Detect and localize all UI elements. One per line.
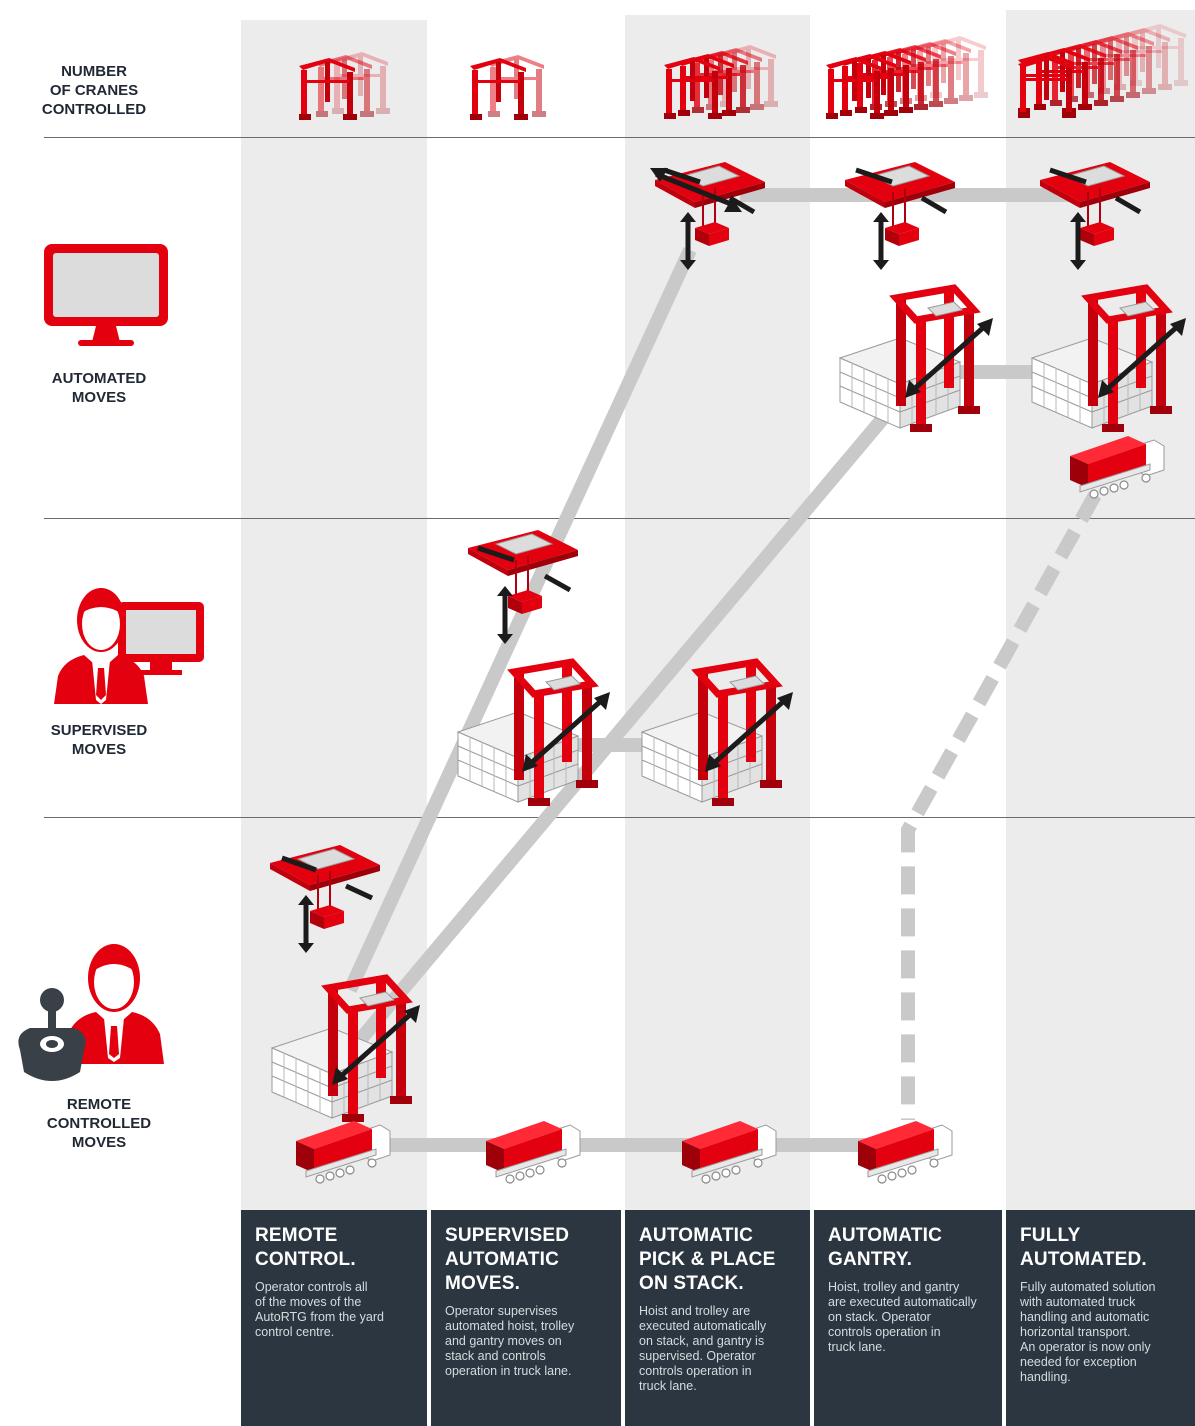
header-line: NUMBER (61, 63, 127, 80)
cranes-controlled-header: NUMBER OF CRANES CONTROLLED (25, 62, 163, 119)
stage-title-line: ON STACK. (639, 1273, 744, 1294)
trolley-supervised-stage2 (467, 529, 579, 644)
stage-description-line: handling. (1020, 1370, 1071, 1384)
stage-description-line: Fully automated solution (1020, 1280, 1156, 1294)
trolley-automated-stage4 (844, 161, 956, 270)
progression-path-dashed (901, 491, 1102, 1120)
truck-stage3 (681, 1120, 777, 1184)
header-line: OF CRANES (49, 82, 139, 99)
monitor-icon (44, 244, 168, 346)
stage-description-line: truck lane. (639, 1379, 697, 1393)
level-label-line: MOVES (71, 1134, 127, 1151)
stage-title-line: REMOTE (255, 1225, 338, 1246)
stage-description-line: An operator is now only (1020, 1340, 1151, 1354)
stage-title: SUPERVISED AUTOMATIC MOVES. (445, 1224, 609, 1296)
level-label-remote: REMOTE CONTROLLED MOVES (30, 1095, 168, 1152)
truck-stage2 (485, 1120, 581, 1184)
stage-title: AUTOMATIC PICK & PLACE ON STACK. (639, 1224, 798, 1296)
stage-title: REMOTE CONTROL. (255, 1224, 415, 1272)
cranes-controlled-icons-stage5 (1018, 24, 1188, 118)
stage-description-line: on stack. Operator (828, 1310, 931, 1324)
stage-description-line: stack and controls (445, 1349, 546, 1363)
stage-description-line: are executed automatically (828, 1295, 977, 1309)
truck-stage4 (857, 1120, 953, 1184)
stage-description-line: Operator supervises (445, 1304, 558, 1318)
rtg-automated-stage4 (840, 288, 993, 432)
rtg-remote-stage1 (272, 978, 420, 1122)
trolley-remote-stage1 (269, 844, 381, 953)
stage-title-line: AUTOMATIC (828, 1225, 943, 1246)
stage-description-line: of the moves of the (255, 1295, 362, 1309)
stage-description-line: automated hoist, trolley (445, 1319, 575, 1333)
stage-description-line: and gantry moves on (445, 1334, 562, 1348)
stage-panel-fully-automated: FULLY AUTOMATED. Fully automated solutio… (1006, 1210, 1195, 1426)
stage-description: Operator controls all of the moves of th… (255, 1280, 415, 1340)
level-label-line: SUPERVISED (50, 722, 148, 739)
level-label-supervised: SUPERVISED MOVES (30, 721, 168, 759)
level-label-line: MOVES (71, 389, 127, 406)
stage-title-line: AUTOMATIC (639, 1225, 754, 1246)
stage-description-line: horizontal transport. (1020, 1325, 1131, 1339)
stage-description-line: supervised. Operator (639, 1349, 756, 1363)
level-label-line: CONTROLLED (46, 1115, 152, 1132)
level-label-line: MOVES (71, 741, 127, 758)
automation-levels-diagram (18, 24, 1195, 1184)
stage-title-line: MOVES. (445, 1273, 521, 1294)
stage-description-line: controls operation in (639, 1364, 752, 1378)
stage-title: AUTOMATIC GANTRY. (828, 1224, 990, 1272)
stage-description-line: handling and automatic (1020, 1310, 1150, 1324)
stage-title-line: FULLY (1020, 1225, 1081, 1246)
stage-title-line: PICK & PLACE (639, 1249, 776, 1270)
stage-description-line: Operator controls all (255, 1280, 368, 1294)
stage-title-line: AUTOMATED. (1020, 1249, 1147, 1270)
stage-panel-automatic-pick-place: AUTOMATIC PICK & PLACE ON STACK. Hoist a… (625, 1210, 810, 1426)
stage-panel-automatic-gantry: AUTOMATIC GANTRY. Hoist, trolley and gan… (814, 1210, 1002, 1426)
row-divider (44, 137, 1195, 138)
level-label-line: AUTOMATED (51, 370, 147, 387)
stage-panel-supervised-automatic-moves: SUPERVISED AUTOMATIC MOVES. Operator sup… (431, 1210, 621, 1426)
trolley-automated-stage5 (1039, 161, 1151, 270)
cranes-controlled-icons-stage3 (664, 45, 778, 119)
rtg-automated-stage5 (1032, 288, 1186, 432)
operator-with-monitor-icon (54, 588, 204, 704)
stage-description-line: AutoRTG from the yard (255, 1310, 384, 1324)
stage-panel-remote-control: REMOTE CONTROL. Operator controls all of… (241, 1210, 427, 1426)
operator-with-joystick-icon (18, 944, 164, 1081)
stage-title: FULLY AUTOMATED. (1020, 1224, 1183, 1272)
stage-title-line: GANTRY. (828, 1249, 913, 1270)
stage-description-line: needed for exception (1020, 1355, 1137, 1369)
stage-description-line: controls operation in (828, 1325, 941, 1339)
stage-title-line: SUPERVISED (445, 1225, 570, 1246)
stage-description-line: Hoist and trolley are (639, 1304, 751, 1318)
header-line: CONTROLLED (41, 101, 147, 118)
stage-title-line: AUTOMATIC (445, 1249, 560, 1270)
trolley-motion-arrows (663, 167, 1142, 215)
level-label-automated: AUTOMATED MOVES (30, 369, 168, 407)
stage-description: Hoist, trolley and gantry are executed a… (828, 1280, 990, 1355)
stage-description: Operator supervises automated hoist, tro… (445, 1304, 609, 1379)
cranes-controlled-icons-stage4 (826, 36, 988, 119)
row-divider (44, 518, 1195, 519)
stage-description-line: control centre. (255, 1325, 335, 1339)
stage-description-line: operation in truck lane. (445, 1364, 572, 1378)
stage-description: Fully automated solution with automated … (1020, 1280, 1183, 1385)
stage-description-line: executed automatically (639, 1319, 767, 1333)
trolley-automated-stage3 (650, 161, 766, 270)
row-divider (44, 817, 1195, 818)
stage-description-line: on stack, and gantry is (639, 1334, 765, 1348)
stage-description: Hoist and trolley are executed automatic… (639, 1304, 798, 1394)
stage-description-line: Hoist, trolley and gantry (828, 1280, 960, 1294)
stage-description-line: with automated truck (1020, 1295, 1136, 1309)
rtg-supervised-stage2 (458, 662, 610, 806)
cranes-controlled-icons-stage1 (299, 52, 390, 120)
truck-automated-stage5 (1069, 435, 1165, 499)
level-label-line: REMOTE (66, 1096, 132, 1113)
truck-stage1 (295, 1120, 391, 1184)
cranes-controlled-icons-stage2 (470, 55, 546, 120)
stage-description-line: truck lane. (828, 1340, 886, 1354)
stage-title-line: CONTROL. (255, 1249, 356, 1270)
